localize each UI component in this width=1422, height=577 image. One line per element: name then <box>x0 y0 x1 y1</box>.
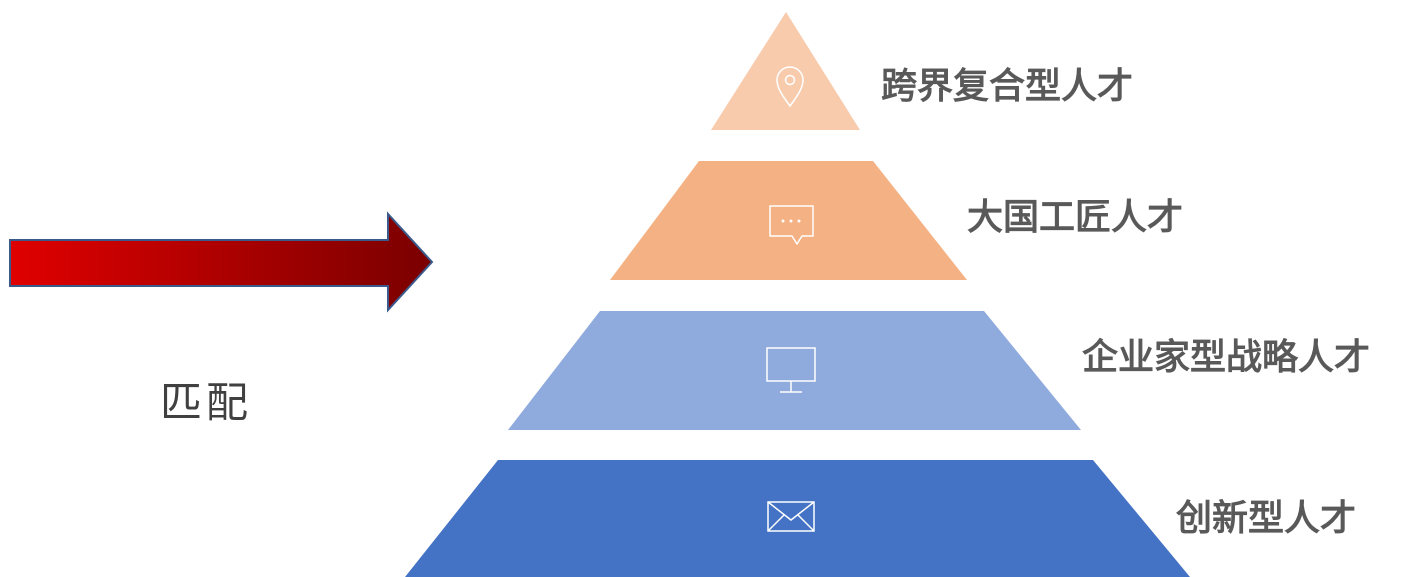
layer-label-bottom: 创新型人才 <box>1176 498 1357 539</box>
match-label: 匹配 <box>160 378 253 427</box>
location-pin-icon <box>776 66 804 108</box>
pyramid-layer-top <box>711 12 860 130</box>
monitor-icon <box>766 347 816 393</box>
right-arrow <box>9 211 434 313</box>
envelope-icon <box>767 501 815 532</box>
pyramid-layer-bottom <box>405 460 1190 577</box>
layer-label-third: 企业家型战略人才 <box>1082 337 1371 378</box>
pyramid-layer-second <box>610 161 967 280</box>
layer-label-top: 跨界复合型人才 <box>881 66 1134 107</box>
layer-label-second: 大国工匠人才 <box>967 197 1184 238</box>
pyramid-layer-third <box>508 311 1081 430</box>
chat-bubble-icon <box>769 205 814 245</box>
